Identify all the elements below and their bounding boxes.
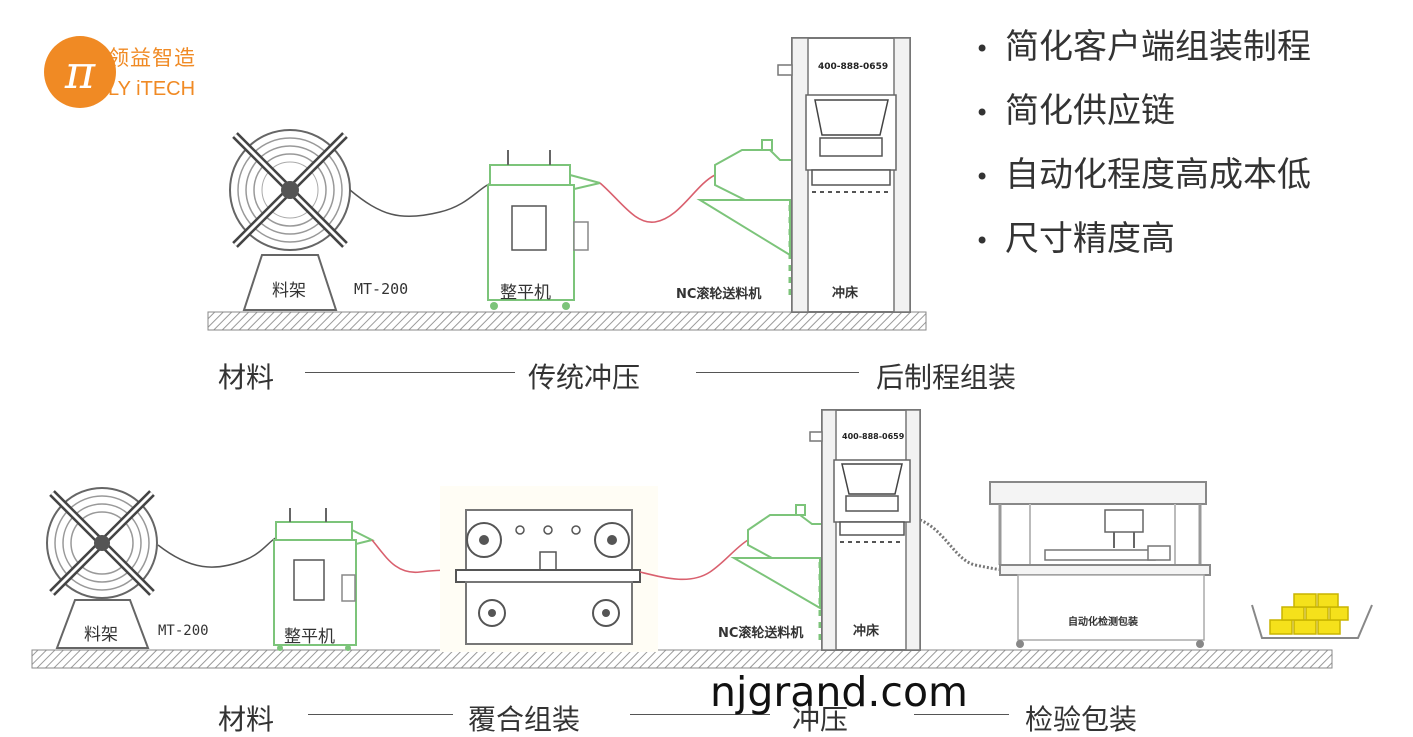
coil-strip-bottom [157,534,283,568]
logo-chinese-name: 领益智造 [108,46,196,70]
logo-mark: π [44,36,116,108]
press-bottom [809,409,921,651]
flow-bottom-connector-3 [914,714,1009,715]
leveler-bottom [273,508,375,651]
flow-bottom-connector-1 [308,714,453,715]
press-phone-top: 400-888-0659 [818,62,889,72]
benefit-item: •尺寸精度高 [975,214,1311,278]
label-press-bottom: 冲床 [853,624,880,639]
flow-bottom-step-4: 检验包装 [1025,703,1138,736]
benefit-item: •自动化程度高成本低 [975,150,1311,214]
label-leveler-top: 整平机 [500,283,551,303]
flow-bottom-step-2: 覆合组装 [468,703,581,736]
floor-top [207,311,927,331]
label-leveler-bottom: 整平机 [284,627,335,647]
label-inspection-machine: 自动化检测包装 [1068,617,1138,628]
inspection-packaging-machine [989,481,1211,648]
logo-english-name: LY iTECH [108,78,196,100]
flow-bottom-connector-2 [630,714,770,715]
benefits-list: •简化客户端组装制程 •简化供应链 •自动化程度高成本低 •尺寸精度高 [975,22,1311,278]
label-model-top: MT-200 [354,280,409,298]
cable-top [599,174,716,223]
flow-top-connector-2 [696,372,859,373]
finished-products [1251,593,1373,639]
flow-top-step-2: 传统冲压 [528,361,641,394]
svg-text:π: π [64,45,96,99]
label-feeder-top: NC滚轮送料机 [676,287,762,302]
label-rack-top: 料架 [272,281,306,301]
bullet-icon: • [975,98,990,127]
cable-bottom-2 [639,539,749,581]
label-feeder-bottom: NC滚轮送料机 [718,626,804,641]
flow-bottom-step-3: 冲压 [792,703,849,736]
label-rack-bottom: 料架 [84,625,118,645]
benefit-item: •简化供应链 [975,86,1311,150]
floor-bottom [31,649,1333,669]
bullet-icon: • [975,226,990,255]
leveler-top [487,150,601,310]
composite-assembly-machine [440,486,658,652]
coil-rack-bottom [46,487,158,649]
coil-rack-top [229,129,351,311]
bullet-icon: • [975,162,990,191]
flow-top-step-1: 材料 [218,361,275,394]
nc-feeder-bottom [730,504,823,645]
flow-top-connector-1 [305,372,515,373]
press-phone-bottom: 400-888-0659 [842,432,905,441]
flow-bottom-step-1: 材料 [218,703,275,736]
label-model-bottom: MT-200 [158,623,209,639]
coil-strip-top [349,181,496,218]
nc-feeder-top [696,139,793,300]
cable-bottom-3 [919,518,1006,572]
watermark: njgrand.com [710,668,968,716]
flow-top-step-3: 后制程组装 [876,361,1017,394]
benefit-item: •简化客户端组装制程 [975,22,1311,86]
label-press-top: 冲床 [832,286,859,301]
bullet-icon: • [975,34,990,63]
press-top [777,37,911,313]
